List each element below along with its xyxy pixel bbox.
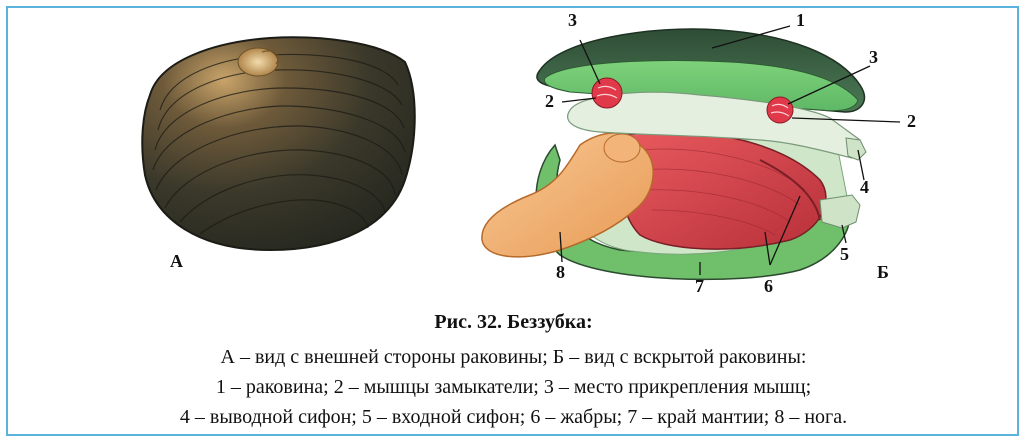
panel-label-a: А [170, 251, 183, 271]
callout-4: 4 [860, 177, 869, 197]
figure-illustration: А Б 1 2 2 3 3 4 5 6 7 8 [0, 0, 1027, 310]
callout-3-left: 3 [568, 10, 577, 30]
callout-7: 7 [695, 276, 704, 296]
figure-legend: А – вид с внешней стороны раковины; Б – … [0, 342, 1027, 432]
callout-2-left: 2 [545, 91, 554, 111]
callout-3-right: 3 [869, 47, 878, 67]
legend-line-3: 4 – выводной сифон; 5 – входной сифон; 6… [0, 402, 1027, 432]
callout-2-right: 2 [907, 111, 916, 131]
adductor-muscle-posterior [767, 97, 793, 123]
callout-6: 6 [764, 276, 773, 296]
legend-line-1: А – вид с внешней стороны раковины; Б – … [0, 342, 1027, 372]
adductor-muscle-anterior [592, 78, 622, 108]
callout-5: 5 [840, 244, 849, 264]
panel-label-b: Б [877, 262, 889, 282]
callout-8: 8 [556, 262, 565, 282]
callout-1: 1 [796, 10, 805, 30]
shell-interior-drawing [482, 29, 866, 279]
legend-line-2: 1 – раковина; 2 – мышцы замыкатели; 3 – … [0, 372, 1027, 402]
shell-exterior-drawing [142, 37, 414, 250]
figure-caption-title: Рис. 32. Беззубка: [0, 311, 1027, 334]
